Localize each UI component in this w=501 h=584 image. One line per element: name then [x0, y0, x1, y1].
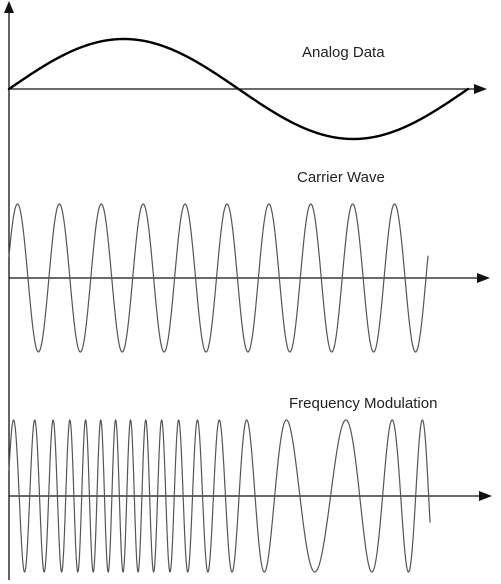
- analog-data-label: Analog Data: [302, 44, 385, 61]
- analog-data-wave: [7, 37, 470, 141]
- frequency-modulation-axis-arrowhead: [479, 491, 492, 501]
- carrier-wave-wave: [8, 203, 429, 353]
- analog-data-axis-arrowhead: [474, 84, 487, 94]
- vertical-axis-arrowhead: [4, 1, 14, 13]
- carrier-wave-axis-arrowhead: [477, 273, 490, 283]
- frequency-modulation-wave: [8, 419, 431, 573]
- frequency-modulation-label: Frequency Modulation: [289, 395, 437, 412]
- carrier-wave-label: Carrier Wave: [297, 169, 385, 186]
